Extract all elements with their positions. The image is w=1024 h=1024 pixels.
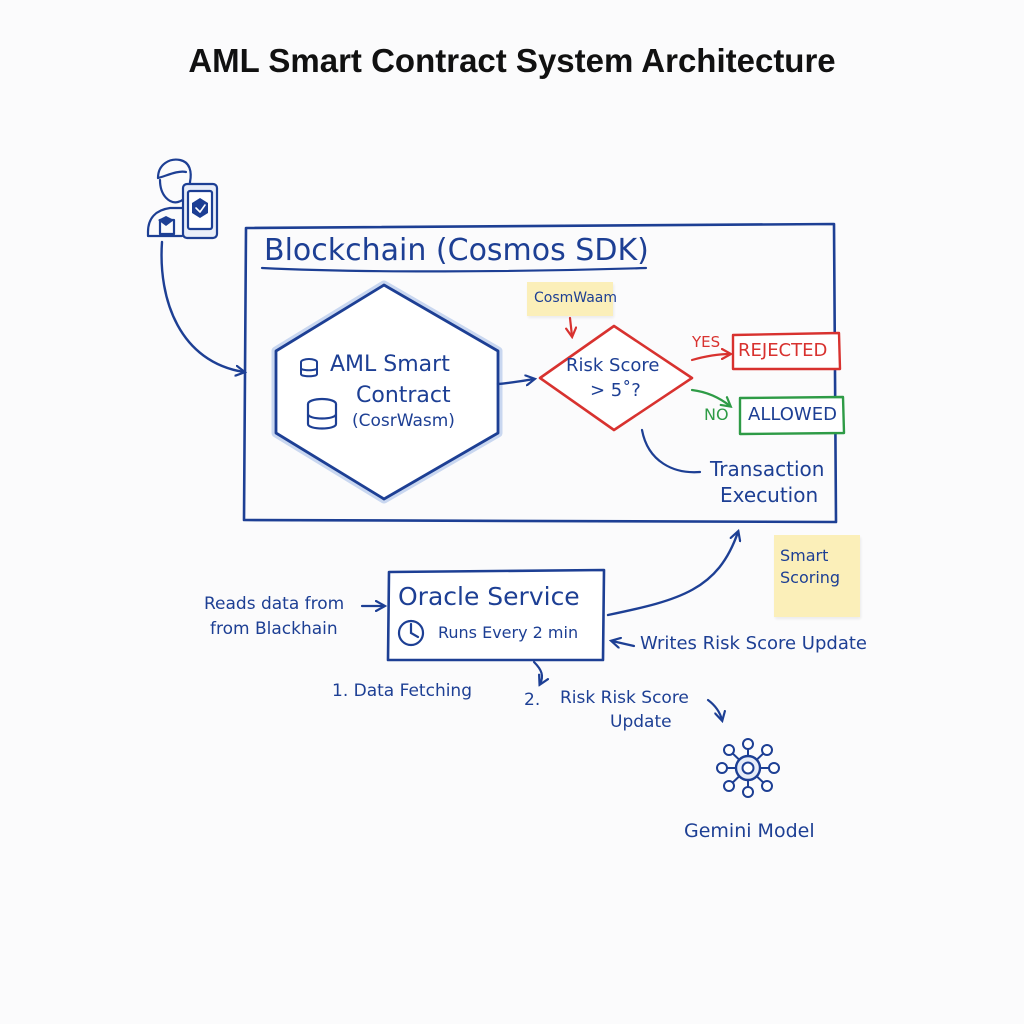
database-icon — [300, 358, 318, 378]
cosmwasm-note-text: CosmWaam — [534, 290, 618, 306]
allowed-box — [738, 395, 846, 436]
writes-label: Writes Risk Score Update — [640, 633, 867, 654]
rejected-label: REJECTED — [738, 340, 828, 361]
step2-line1: Risk Risk Score — [560, 688, 689, 708]
execution-line2: Execution — [720, 483, 819, 507]
oracle-title: Oracle Service — [398, 582, 580, 611]
execution-line1: Transaction — [710, 457, 825, 481]
decision-line2: > 5˚? — [590, 380, 641, 401]
gemini-model-label: Gemini Model — [684, 820, 815, 842]
page-title: AML Smart Contract System Architecture — [188, 42, 836, 79]
contract-line3: (CosrWasm) — [352, 411, 455, 431]
allowed-label: ALLOWED — [748, 404, 837, 425]
clock-icon — [397, 619, 425, 647]
contract-line2: Contract — [356, 383, 451, 408]
reads-line1: Reads data from — [204, 594, 345, 614]
database-icon — [306, 397, 338, 430]
step2-number: 2. — [524, 690, 541, 710]
blockchain-label: Blockchain (Cosmos SDK) — [264, 233, 649, 268]
contract-hexagon — [274, 283, 500, 501]
user-to-blockchain-arrow — [160, 240, 244, 372]
smart-scoring-line1: Smart — [780, 546, 829, 565]
smart-scoring-line2: Scoring — [780, 568, 841, 587]
step2-line2: Update — [610, 712, 672, 732]
no-label: NO — [704, 405, 729, 424]
smart-scoring-note — [774, 535, 860, 617]
oracle-schedule: Runs Every 2 min — [438, 623, 579, 642]
cosmwasm-note — [527, 282, 613, 316]
neural-network-icon — [716, 738, 780, 798]
user-phone-icon — [146, 158, 219, 240]
blockchain-container — [242, 222, 838, 524]
oracle-box — [386, 568, 606, 662]
reads-line2: from Blackhain — [210, 619, 338, 639]
yes-label: YES — [692, 333, 721, 351]
contract-line1: AML Smart — [330, 352, 450, 377]
decision-line1: Risk Score — [566, 355, 660, 376]
risk-decision-diamond — [538, 324, 694, 432]
step1-label: 1. Data Fetching — [332, 681, 473, 701]
rejected-box — [731, 331, 842, 371]
